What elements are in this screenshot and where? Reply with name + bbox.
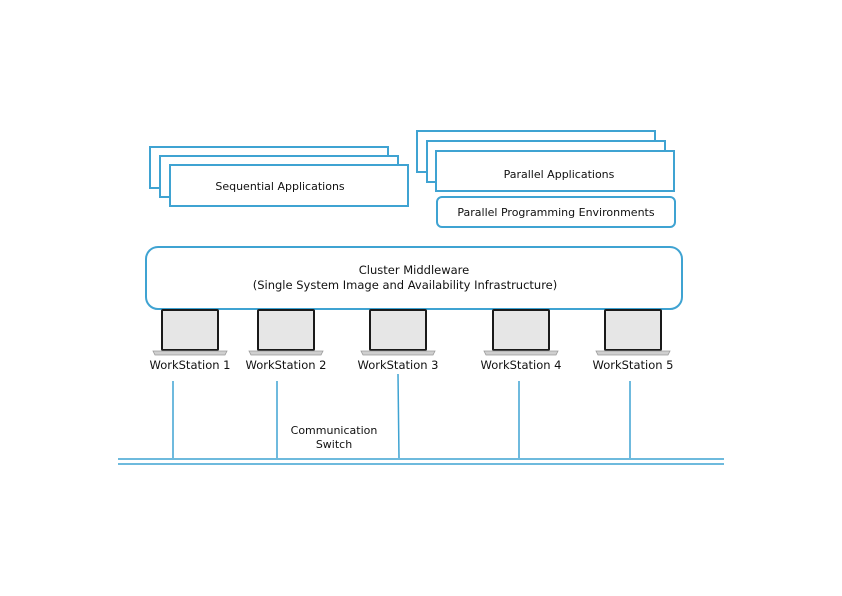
communication-switch-label-line2: Switch (316, 438, 352, 451)
cluster-middleware: Cluster Middleware (Single System Image … (145, 246, 683, 310)
sequential-applications-label: Sequential Applications (215, 180, 345, 193)
laptop-icon (152, 309, 228, 356)
workstation-label: WorkStation 2 (246, 358, 327, 372)
laptop-icon (248, 309, 324, 356)
parallel-applications-stack: Parallel Applications (416, 130, 675, 192)
laptop-icon (595, 309, 671, 356)
cluster-middleware-subtitle: (Single System Image and Availability In… (253, 278, 558, 292)
workstation-label: WorkStation 5 (593, 358, 674, 372)
sequential-applications-box (169, 164, 409, 207)
parallel-programming-environments-label: Parallel Programming Environments (457, 206, 654, 219)
workstation-2: WorkStation 2 (246, 309, 327, 372)
sequential-applications-stack: Sequential Applications (149, 146, 409, 207)
workstation-1: WorkStation 1 (150, 309, 231, 372)
cluster-middleware-title: Cluster Middleware (359, 263, 469, 277)
parallel-programming-environments: Parallel Programming Environments (436, 196, 676, 228)
workstation-4: WorkStation 4 (481, 309, 562, 372)
workstation-connectors (172, 373, 631, 459)
workstation-label: WorkStation 4 (481, 358, 562, 372)
communication-switch-label-line1: Communication (291, 424, 378, 437)
workstation-label: WorkStation 1 (150, 358, 231, 372)
laptop-icon (483, 309, 559, 356)
laptop-icon (360, 309, 436, 356)
parallel-programming-environments-box (436, 196, 676, 228)
communication-bus (118, 458, 724, 465)
connector-workstation-3 (397, 373, 400, 459)
workstation-3: WorkStation 3 (358, 309, 439, 372)
parallel-applications-label: Parallel Applications (504, 168, 615, 181)
workstation-5: WorkStation 5 (593, 309, 674, 372)
parallel-applications-box (435, 150, 675, 192)
workstation-label: WorkStation 3 (358, 358, 439, 372)
